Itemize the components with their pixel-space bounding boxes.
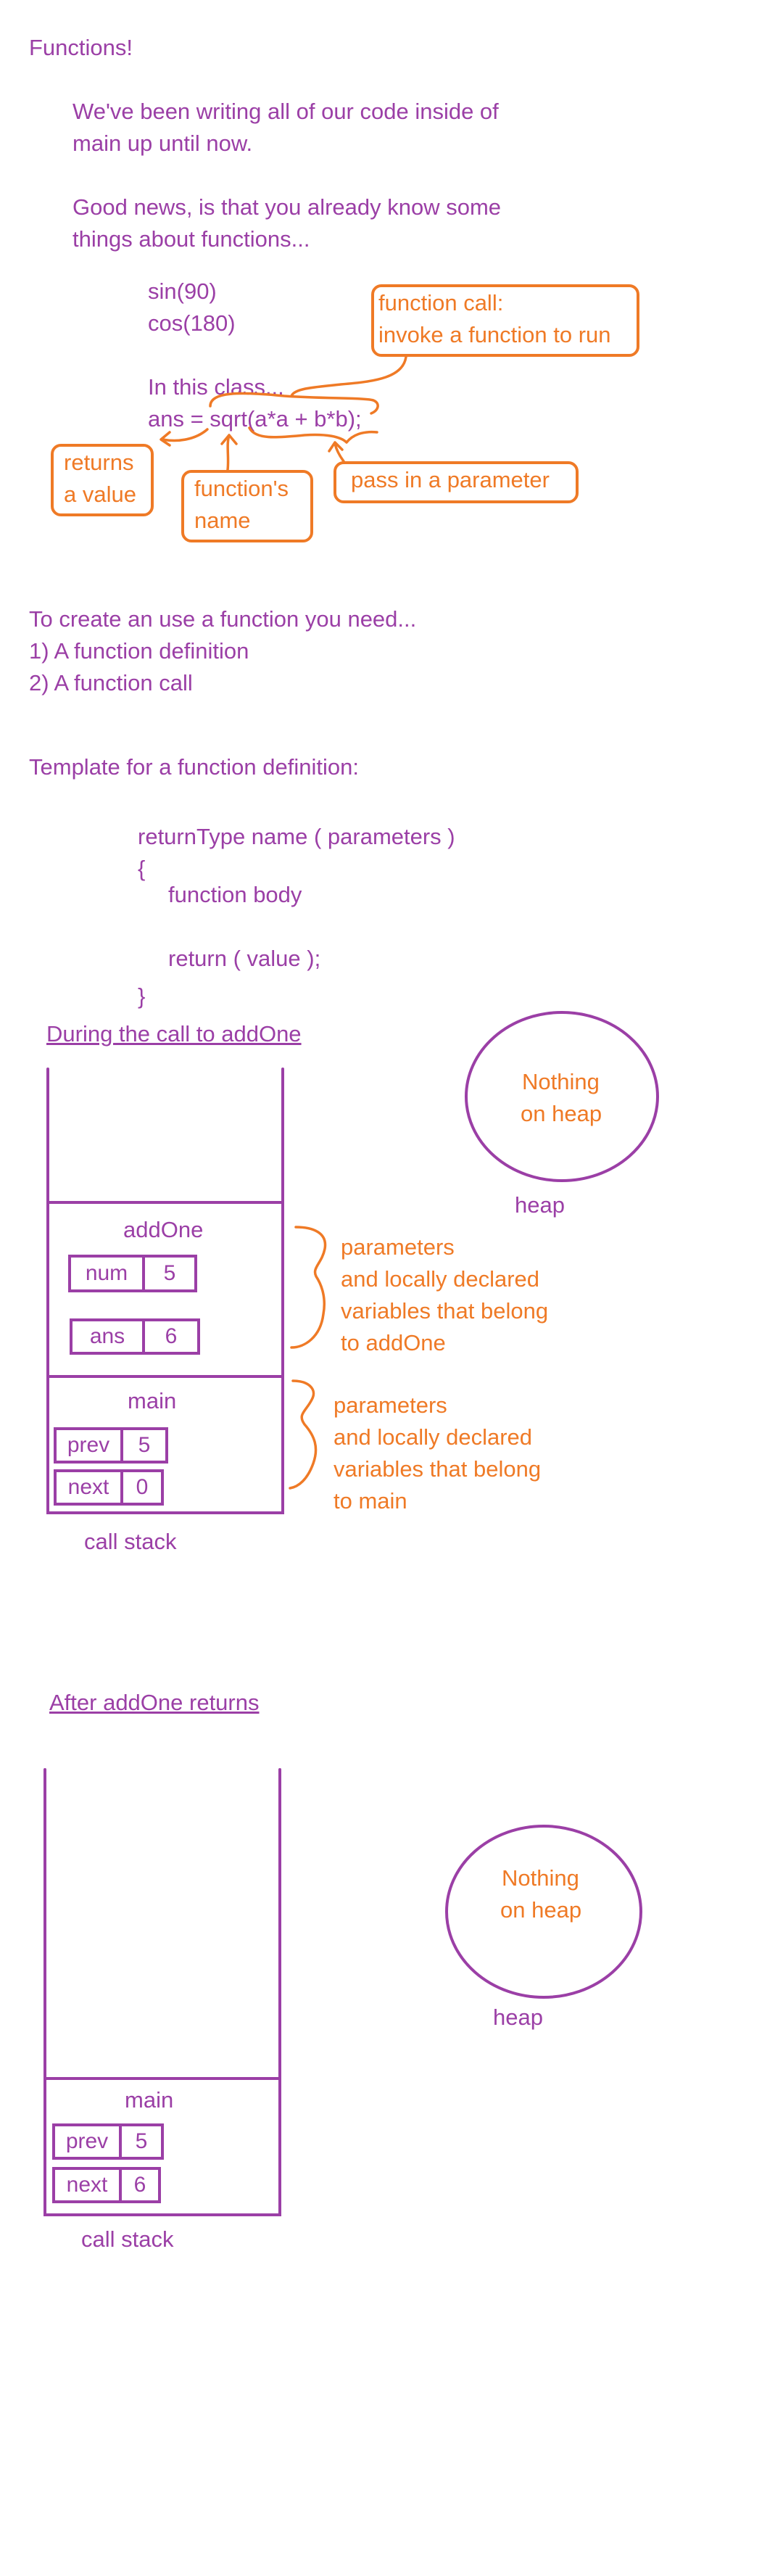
call-connector-curve — [290, 355, 407, 397]
template-return: return ( value ); — [168, 946, 321, 971]
addone-brace — [290, 1226, 327, 1349]
during-main-var-next-value: 0 — [120, 1469, 164, 1506]
requirements-intro: To create an use a function you need... — [29, 606, 417, 632]
template-close-brace: } — [138, 983, 146, 1009]
param-arrowhead — [328, 441, 344, 453]
addone-var-ans-value: 6 — [142, 1318, 200, 1355]
after-stack-label: call stack — [81, 2226, 174, 2252]
main-note-line-1: parameters — [334, 1392, 447, 1418]
param-arrow — [334, 442, 345, 463]
after-main-var-next-value: 6 — [119, 2167, 161, 2203]
requirement-call: 2) A function call — [29, 670, 193, 695]
returns-arrow — [161, 428, 209, 442]
during-call-heading: During the call to addOne — [46, 1021, 302, 1046]
function-call-callout — [371, 284, 639, 357]
intro-line-4: things about functions... — [72, 226, 310, 252]
requirement-definition: 1) A function definition — [29, 638, 249, 664]
addone-var-num-value: 5 — [142, 1255, 197, 1292]
returns-arrowhead — [160, 431, 171, 447]
function-name-callout-line-2: name — [194, 508, 251, 533]
parameter-callout-text: pass in a parameter — [351, 467, 550, 492]
intro-line-1: We've been writing all of our code insid… — [72, 99, 499, 124]
function-call-callout-line-2: invoke a function to run — [378, 322, 611, 347]
parameter-callout — [334, 461, 579, 503]
name-arrow — [226, 434, 231, 471]
main-brace — [289, 1379, 318, 1490]
template-open-brace: { — [138, 856, 146, 881]
addone-note-line-1: parameters — [341, 1234, 455, 1260]
function-name-callout — [181, 470, 313, 542]
addone-note-line-3: variables that belong — [341, 1298, 549, 1324]
after-main-frame-name: main — [125, 2087, 174, 2113]
after-heap-text-1: Nothing — [502, 1865, 579, 1891]
intro-line-3: Good news, is that you already know some — [72, 194, 502, 220]
intro-line-2: main up until now. — [72, 131, 253, 156]
function-name-callout-line-1: function's — [194, 476, 289, 501]
addone-note-line-2: and locally declared — [341, 1266, 540, 1292]
during-main-frame-name: main — [128, 1388, 177, 1413]
after-heap-label: heap — [493, 2005, 543, 2030]
during-heap-circle — [465, 1011, 659, 1182]
addone-frame-name: addOne — [123, 1217, 204, 1242]
during-heap-text-1: Nothing — [522, 1069, 600, 1094]
addone-note-line-4: to addOne — [341, 1330, 446, 1355]
after-heap-text-2: on heap — [500, 1897, 582, 1923]
during-heap-text-2: on heap — [521, 1101, 602, 1126]
after-main-var-prev-value: 5 — [119, 2123, 164, 2160]
main-note-line-3: variables that belong — [334, 1456, 542, 1482]
after-main-frame — [44, 2077, 281, 2216]
main-note-line-2: and locally declared — [334, 1424, 533, 1450]
during-main-frame — [46, 1375, 284, 1514]
example-sqrt-call: ans = sqrt(a*a + b*b); — [148, 406, 362, 432]
returns-value-callout — [51, 444, 154, 516]
param-bracket — [248, 426, 378, 444]
template-body: function body — [168, 882, 302, 907]
after-return-heading: After addOne returns — [49, 1690, 260, 1715]
name-arrowhead — [220, 434, 238, 445]
during-stack-label: call stack — [84, 1529, 177, 1554]
during-heap-label: heap — [515, 1192, 565, 1218]
function-call-callout-line-1: function call: — [378, 290, 504, 315]
main-note-line-4: to main — [334, 1488, 407, 1514]
template-signature: returnType name ( parameters ) — [138, 824, 455, 849]
returns-value-callout-line-1: returns — [64, 450, 134, 475]
call-bracket — [209, 392, 379, 415]
page-title: Functions! — [29, 35, 133, 60]
template-heading: Template for a function definition: — [29, 754, 359, 780]
after-heap-circle — [445, 1825, 642, 1999]
returns-value-callout-line-2: a value — [64, 482, 136, 507]
during-main-var-prev-value: 5 — [120, 1427, 168, 1464]
example-cos: cos(180) — [148, 310, 236, 336]
example-sin: sin(90) — [148, 278, 217, 304]
